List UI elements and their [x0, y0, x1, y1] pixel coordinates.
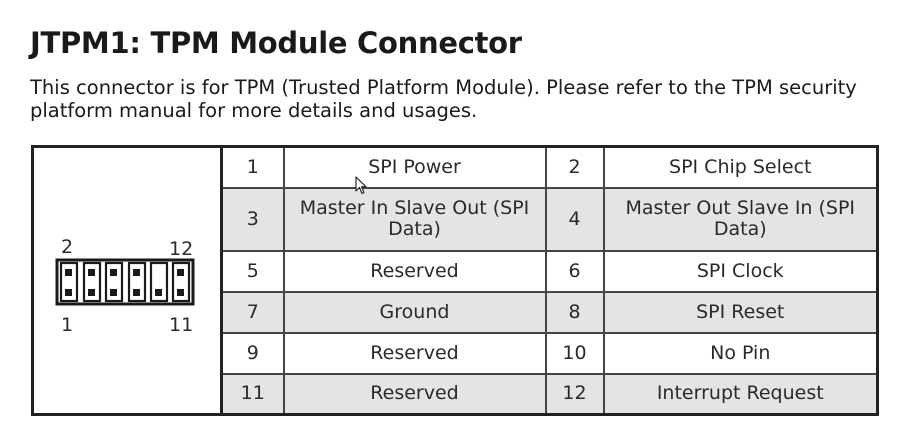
pin-3 — [88, 288, 95, 296]
pin-signal: Reserved — [282, 249, 547, 293]
pin-signal: Master In Slave Out (SPI Data) — [282, 186, 547, 252]
pin-7 — [133, 288, 140, 296]
table-row: 2 12 1 11 — [31, 145, 879, 416]
pin-pair-9-10 — [149, 261, 169, 302]
pin-number: 2 — [544, 145, 605, 189]
pin-pair-5-6 — [104, 261, 124, 302]
table-row: 11 Reserved 12 Interrupt Request — [33, 372, 879, 416]
pin-definition-table: 2 12 1 11 — [31, 145, 879, 416]
pin-signal: No Pin — [602, 331, 879, 375]
pin-pair-3-4 — [82, 261, 102, 302]
table-row: 9 Reserved 10 No Pin — [33, 331, 879, 375]
pin-8 — [133, 268, 140, 276]
pin-signal: SPI Power — [282, 145, 547, 189]
pin-number: 5 — [220, 249, 285, 293]
pin-signal: SPI Reset — [602, 290, 879, 334]
diagram-label-pin-11: 11 — [169, 314, 193, 336]
diagram-label-pin-12: 12 — [169, 238, 193, 260]
pin-number: 7 — [220, 290, 285, 334]
header-outline — [55, 258, 195, 305]
diagram-label-pin-2: 2 — [61, 236, 73, 258]
pin-5 — [110, 288, 117, 296]
table-row: 7 Ground 8 SPI Reset — [33, 290, 879, 334]
pin-signal: Ground — [282, 290, 547, 334]
pin-signal: SPI Clock — [602, 249, 879, 293]
pin-1 — [65, 288, 72, 296]
pin-number: 8 — [544, 290, 605, 334]
diagram-label-pin-1: 1 — [61, 314, 73, 336]
pin-pair-11-12 — [171, 261, 191, 302]
connector-description: This connector is for TPM (Trusted Platf… — [30, 76, 857, 122]
pin-4 — [88, 268, 95, 276]
pin-11 — [177, 288, 184, 296]
pin-signal: Reserved — [282, 331, 547, 375]
pin-9 — [155, 288, 162, 296]
pin-number: 6 — [544, 249, 605, 293]
page-title: JTPM1: TPM Module Connector — [30, 26, 522, 60]
pin-number: 11 — [220, 372, 285, 416]
pin-signal: Master Out Slave In (SPI Data) — [602, 186, 879, 252]
connector-diagram: 2 12 1 11 — [31, 145, 223, 416]
pin-12 — [177, 268, 184, 276]
pin-signal: SPI Chip Select — [602, 145, 879, 189]
pin-number: 3 — [220, 186, 285, 252]
pin-pair-1-2 — [59, 261, 79, 302]
pin-number: 1 — [220, 145, 285, 189]
pin-number: 10 — [544, 331, 605, 375]
table-row: 3 Master In Slave Out (SPI Data) 4 Maste… — [33, 186, 879, 252]
pin-signal: Reserved — [282, 372, 547, 416]
pin-6 — [110, 268, 117, 276]
pin-signal: Interrupt Request — [602, 372, 879, 416]
tpm-header-diagram: 2 12 1 11 — [55, 236, 195, 336]
pin-2 — [65, 268, 72, 276]
mouse-pointer-icon — [355, 176, 367, 195]
pin-pair-7-8 — [127, 261, 147, 302]
pin-number: 12 — [544, 372, 605, 416]
table-row: 5 Reserved 6 SPI Clock — [33, 249, 879, 293]
pin-number: 9 — [220, 331, 285, 375]
pin-number: 4 — [544, 186, 605, 252]
